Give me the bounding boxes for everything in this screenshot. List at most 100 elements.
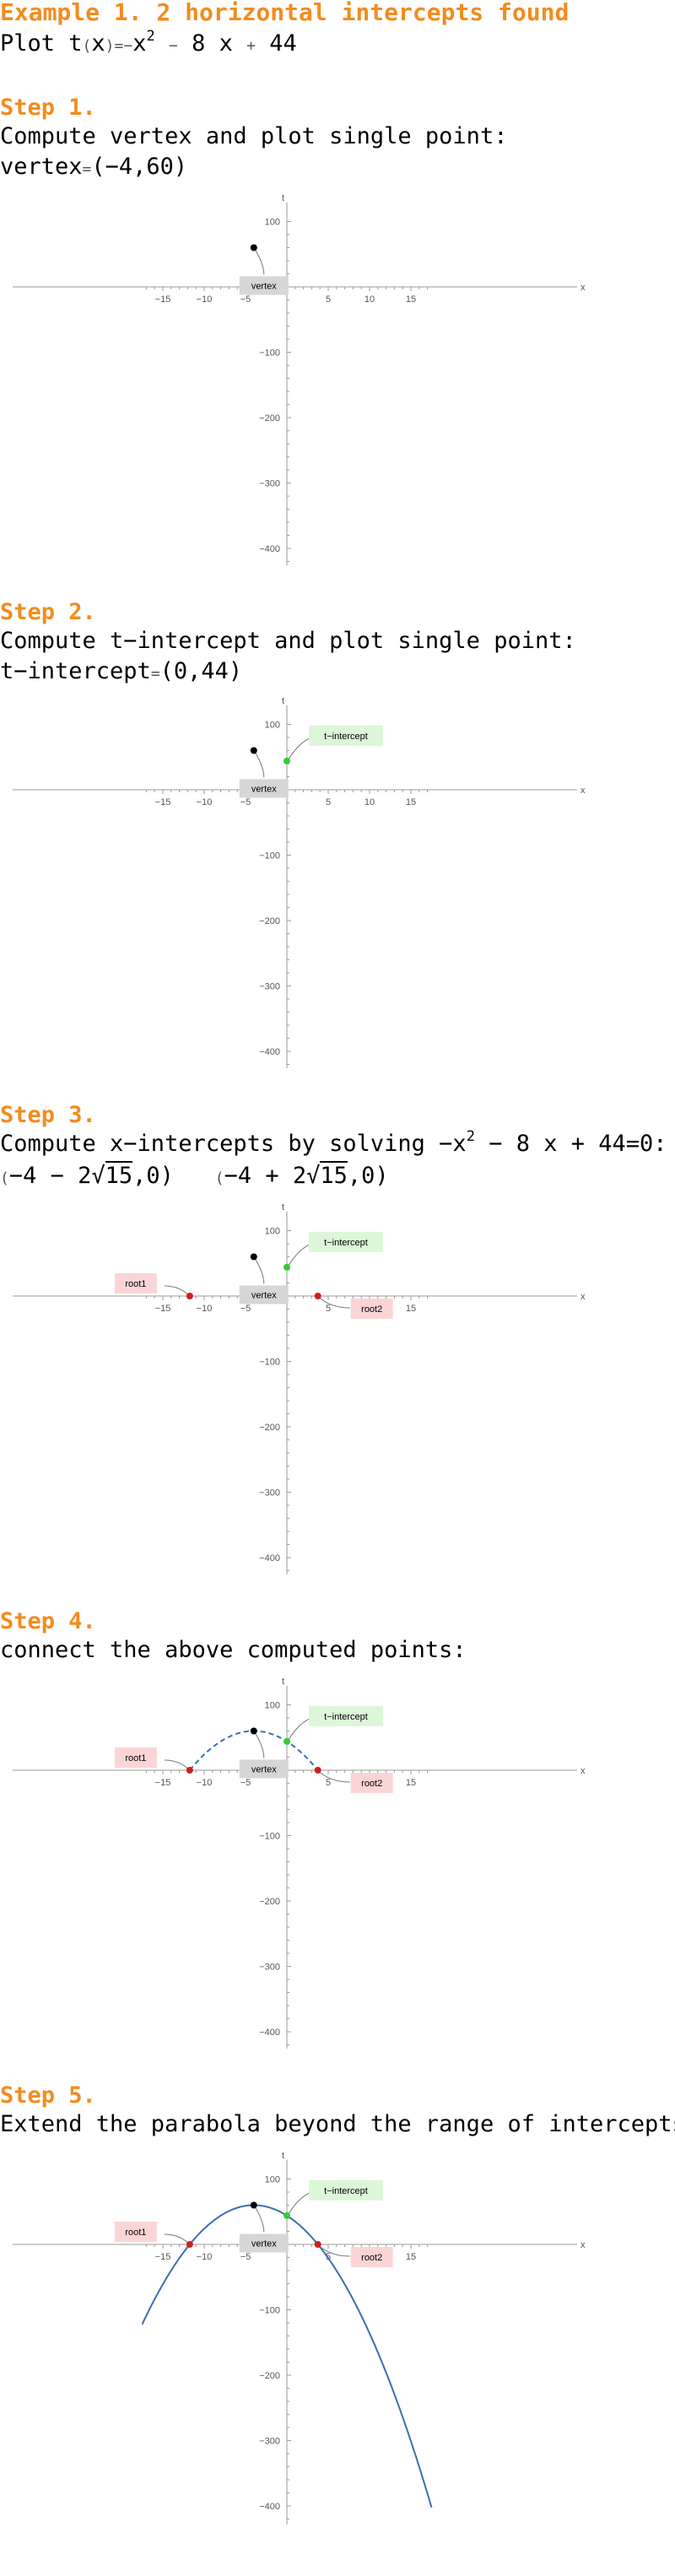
y-tick-label: −400 bbox=[259, 1047, 280, 1057]
x-tick-label: 15 bbox=[406, 1778, 416, 1788]
root1-label-box bbox=[114, 1747, 157, 1768]
y-tick-label: −300 bbox=[259, 982, 280, 992]
t-intercept-point bbox=[284, 757, 290, 764]
y-tick-label: −300 bbox=[259, 1488, 280, 1499]
plot-svg: xt−15−10−551015100−100−200−300−400vertex… bbox=[13, 1202, 586, 1574]
step-2-result: t−intercept=(0,44) bbox=[0, 658, 243, 684]
root2-leader bbox=[319, 1771, 350, 1783]
y-tick-label: −100 bbox=[259, 2306, 280, 2316]
t-intercept-label-box bbox=[309, 1705, 383, 1726]
x-tick-label: −15 bbox=[155, 1304, 171, 1314]
t-intercept-label-box bbox=[309, 2179, 383, 2201]
x-tick-label: −5 bbox=[240, 1778, 251, 1788]
root2-label-box bbox=[350, 2247, 393, 2267]
x-axis-label: x bbox=[580, 1766, 586, 1776]
x-tick-label: 10 bbox=[364, 294, 375, 305]
y-tick-label: 100 bbox=[265, 721, 280, 731]
t-intercept-label-box bbox=[309, 1231, 383, 1252]
plot-svg: xt−15−10−551015100−100−200−300−400vertex… bbox=[13, 1677, 586, 2049]
vertex-point bbox=[250, 1727, 257, 1735]
y-axis-label: t bbox=[282, 1203, 284, 1212]
x-tick-label: −5 bbox=[240, 797, 251, 807]
plot-step-3: xt−15−10−551015100−100−200−300−400vertex… bbox=[0, 1202, 675, 1583]
y-tick-label: −100 bbox=[259, 1832, 280, 1842]
root1-point bbox=[186, 1767, 193, 1774]
step-3-heading: Step 3. bbox=[0, 1102, 96, 1128]
vertex-point bbox=[250, 1253, 257, 1261]
vertex-label: vertex bbox=[251, 785, 277, 795]
y-tick-label: −200 bbox=[259, 1423, 280, 1433]
vertex-point bbox=[250, 747, 257, 754]
function-statement: Plot t(x)=−x2 − 8 x + 44 bbox=[0, 28, 297, 57]
y-tick-label: −100 bbox=[259, 1358, 280, 1368]
x-tick-label: −10 bbox=[197, 797, 213, 807]
x-tick-label: 15 bbox=[406, 2252, 416, 2262]
y-tick-label: −400 bbox=[259, 2028, 280, 2038]
vertex-leader bbox=[255, 1733, 265, 1758]
y-tick-label: −100 bbox=[259, 851, 280, 861]
x-tick-label: 15 bbox=[406, 797, 416, 807]
plot-svg: xt−15−10−551015100−100−200−300−400vertex… bbox=[13, 2151, 586, 2525]
x-tick-label: −15 bbox=[155, 797, 171, 807]
root1-label-box bbox=[114, 1273, 157, 1293]
step-3-roots: (−4 − 2√15,0) (−4 + 2√15,0) bbox=[0, 1161, 389, 1189]
page-title: Example 1. 2 horizontal intercepts found bbox=[0, 0, 570, 26]
vertex-label: vertex bbox=[251, 2239, 277, 2249]
vertex-label-box bbox=[239, 276, 289, 295]
root1-label: root1 bbox=[125, 2228, 146, 2238]
root2-expression: (−4 + 2√15,0) bbox=[214, 1161, 389, 1189]
root1-point bbox=[186, 2241, 193, 2248]
root2-point bbox=[314, 2241, 321, 2248]
root1-leader bbox=[164, 2233, 189, 2244]
root2-label-box bbox=[350, 1773, 393, 1793]
vertex-leader bbox=[255, 753, 265, 778]
vertex-label-box bbox=[239, 779, 289, 798]
root2-label-box bbox=[350, 1299, 393, 1319]
x-axis-label: x bbox=[580, 1292, 586, 1302]
vertex-label: vertex bbox=[251, 1291, 277, 1301]
y-tick-label: −100 bbox=[259, 348, 280, 359]
vertex-leader bbox=[255, 2207, 265, 2233]
x-tick-label: −5 bbox=[240, 2252, 251, 2262]
y-tick-label: −300 bbox=[259, 2437, 280, 2447]
t-intercept-label: t−intercept bbox=[324, 2186, 368, 2196]
x-tick-label: −15 bbox=[155, 2252, 171, 2262]
x-tick-label: 5 bbox=[326, 1778, 331, 1788]
root1-leader bbox=[164, 1759, 189, 1769]
step-1-result: vertex=(−4,60) bbox=[0, 154, 188, 180]
root2-label: root2 bbox=[361, 2253, 382, 2263]
step-1-text: Compute vertex and plot single point: bbox=[0, 123, 508, 149]
t-intercept-point bbox=[284, 1263, 290, 1271]
x-axis-label: x bbox=[580, 2240, 586, 2250]
y-axis-label: t bbox=[282, 2152, 284, 2161]
root2-point bbox=[314, 1293, 321, 1299]
root1-leader bbox=[164, 1285, 189, 1295]
step-4-text: connect the above computed points: bbox=[0, 1637, 467, 1663]
x-tick-label: −15 bbox=[155, 294, 171, 305]
step-5-text: Extend the parabola beyond the range of … bbox=[0, 2111, 675, 2137]
step-4-heading: Step 4. bbox=[0, 1608, 96, 1634]
x-tick-label: 5 bbox=[326, 294, 331, 305]
step-5-heading: Step 5. bbox=[0, 2082, 96, 2109]
vertex-label: vertex bbox=[251, 1765, 277, 1775]
y-tick-label: −200 bbox=[259, 916, 280, 926]
x-tick-label: −5 bbox=[240, 1304, 251, 1314]
x-tick-label: 15 bbox=[406, 294, 416, 305]
vertex-label-box bbox=[239, 1759, 289, 1779]
x-tick-label: −10 bbox=[197, 2252, 213, 2262]
y-tick-label: −300 bbox=[259, 1963, 280, 1973]
x-tick-label: 10 bbox=[364, 797, 375, 807]
x-tick-label: −5 bbox=[240, 294, 251, 305]
t-intercept-label: t−intercept bbox=[324, 1238, 368, 1248]
step-3-text: Compute x−intercepts by solving −x2 − 8 … bbox=[0, 1128, 667, 1158]
t-intercept-point bbox=[284, 1737, 290, 1745]
vertex-point bbox=[250, 244, 257, 251]
root1-label: root1 bbox=[125, 1279, 146, 1289]
x-tick-label: −10 bbox=[197, 1778, 213, 1788]
y-tick-label: 100 bbox=[265, 1701, 280, 1711]
t-intercept-point bbox=[284, 2211, 290, 2219]
root2-leader bbox=[319, 1297, 350, 1309]
root2-leader bbox=[319, 2245, 350, 2257]
